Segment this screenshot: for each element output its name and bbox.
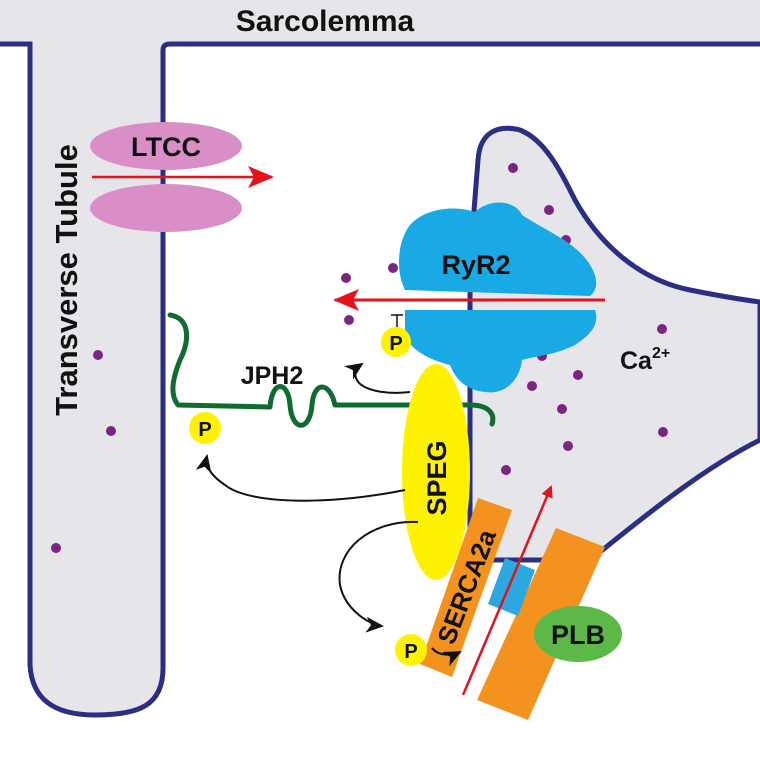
sarcolemma-outline [0,41,760,718]
ltcc-lower-subunit [90,184,242,232]
plb-ellipse [534,606,622,662]
ca-ion [106,426,116,436]
inhibition-mark [391,314,403,328]
ca-ion [573,370,583,380]
ca-ion [501,465,511,475]
serca2a-left-domain [420,498,512,677]
speg-to-ryr2-arrow [344,362,411,394]
transverse-tubule-label: Transverse Tubule [49,144,84,416]
jph2-protein [167,312,496,428]
calcium-ions [51,163,668,553]
speg-to-serca2a-arrow [338,520,419,633]
plb-protein: PLB [534,606,622,662]
ca-ion [388,263,398,273]
phospho-ryr2: P [381,327,411,357]
plb-label: PLB [551,620,605,650]
calcium-label: Ca2+ [620,345,670,375]
ltcc-upper-subunit [90,122,242,170]
ca-ion [658,427,668,437]
serca2a-channel [488,558,535,616]
serca2a-calcium-uptake-arrow [461,485,553,696]
ca-ion [657,324,667,334]
calcium-charge: 2+ [652,345,670,362]
phospho-jph2-label: P [198,419,211,441]
ca-ion [508,163,518,173]
speg-to-jph2-arrow [195,454,406,502]
speg-label: SPEG [422,440,452,515]
ca-ion [527,381,537,391]
ltcc-channel: LTCC [90,122,274,232]
phospho-ryr2-label: P [389,333,402,355]
phospho-serca2a-label: P [404,641,417,663]
phospho-serca2a: P [395,634,427,666]
ca-ion [344,315,354,325]
ryr2-lower [405,310,597,393]
sarcolemma-membrane [0,0,760,715]
ca-ion [557,404,567,414]
jph2-label: JPH2 [241,362,304,390]
ca-ion [93,350,103,360]
ryr2-channel: RyR2 [333,202,605,393]
ltcc-label: LTCC [131,132,201,162]
speg-kinase [402,364,470,580]
serca2a-phospho-arrow [431,647,462,667]
ca-ion [544,205,554,215]
ryr2-label: RyR2 [441,250,510,280]
ryr2-upper [398,202,597,296]
ca-ion [563,441,573,451]
sarcolemma-label: Sarcolemma [236,5,415,38]
phospho-jph2: P [189,412,221,444]
ca-ion [341,273,351,283]
ca-ion [51,543,61,553]
